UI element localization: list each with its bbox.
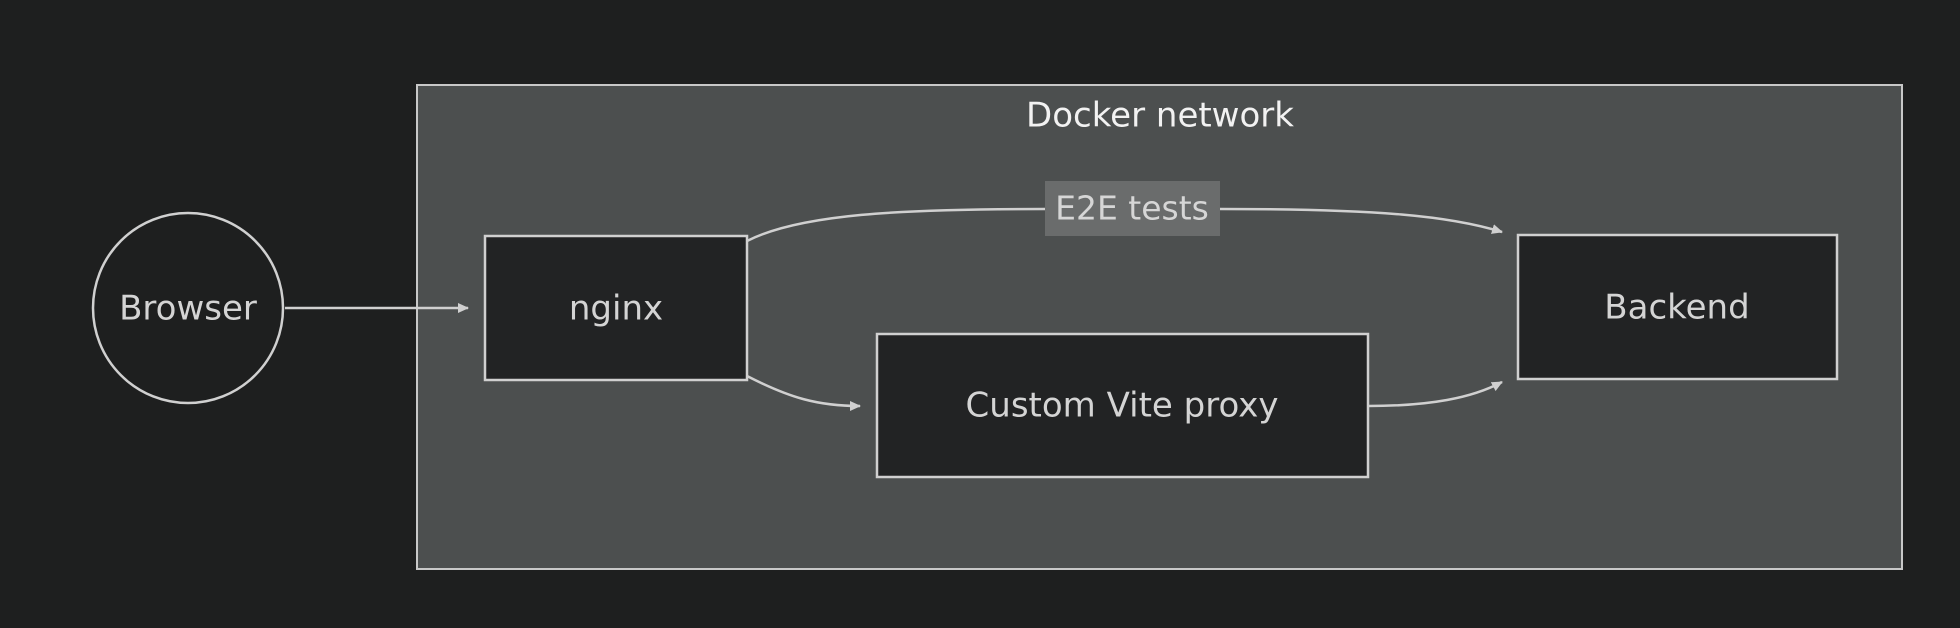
node-vite-proxy[interactable]: [875, 332, 1370, 479]
node-nginx[interactable]: [483, 234, 749, 382]
edge-label-e2e-tests: E2E tests: [1055, 189, 1209, 228]
node-browser[interactable]: [91, 211, 285, 405]
node-backend[interactable]: [1516, 233, 1839, 381]
node-browser-label: Browser: [119, 289, 257, 329]
cluster-title: Docker network: [1026, 96, 1294, 136]
edge-nginx-to-vite-proxy: [746, 374, 861, 411]
edge-vite-proxy-to-backend: [1367, 380, 1503, 408]
node-backend-label: Backend: [1604, 288, 1749, 328]
edge-label-background: [1045, 181, 1220, 236]
node-nginx-label: nginx: [569, 289, 663, 329]
node-vite-proxy-label: Custom Vite proxy: [966, 386, 1279, 426]
